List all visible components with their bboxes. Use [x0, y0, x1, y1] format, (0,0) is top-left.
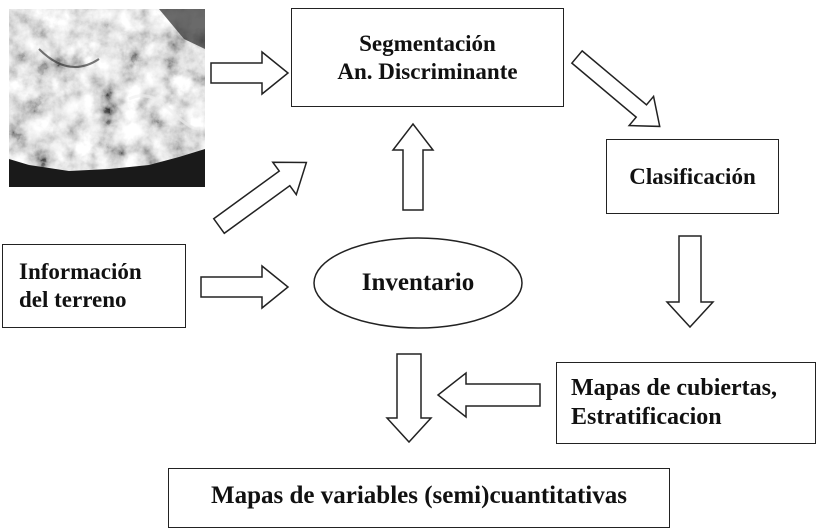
- informacion-line1: Información: [19, 259, 142, 285]
- arrow-segmentacion-to-clasificacion: [570, 49, 661, 128]
- arrow-informacion-to-segmentacion: [212, 161, 308, 235]
- segmentacion-title: Segmentación: [359, 30, 496, 56]
- mapas-variables-box: Mapas de variables (semi)cuantitativas: [168, 468, 670, 528]
- informacion-box: Información del terreno: [2, 244, 186, 328]
- arrow-down-to-mapas-variables: [385, 353, 433, 444]
- mapas-variables-label: Mapas de variables (semi)cuantitativas: [211, 482, 627, 509]
- satellite-image: [9, 9, 205, 187]
- segmentacion-box: Segmentación An. Discriminante: [291, 8, 564, 107]
- mapas-cubiertas-line2: Estratificacion: [571, 404, 722, 430]
- arrow-clasificacion-to-mapas-cubiertas: [665, 235, 715, 329]
- arrow-image-to-segmentacion: [210, 50, 290, 96]
- inventario-ellipse: [313, 237, 523, 329]
- informacion-line2: del terreno: [19, 287, 127, 312]
- arrow-informacion-to-inventario: [200, 264, 290, 310]
- mapas-cubiertas-line1: Mapas de cubiertas,: [571, 375, 777, 402]
- arrow-mapas-cubiertas-to-left: [436, 371, 541, 419]
- clasificacion-box: Clasificación: [606, 139, 779, 214]
- mapas-cubiertas-box: Mapas de cubiertas, Estratificacion: [556, 362, 816, 444]
- segmentacion-subtitle: An. Discriminante: [337, 58, 518, 84]
- inventario-label: Inventario: [361, 269, 475, 296]
- clasificacion-label: Clasificación: [629, 163, 756, 189]
- arrow-inventario-to-segmentacion: [391, 122, 435, 211]
